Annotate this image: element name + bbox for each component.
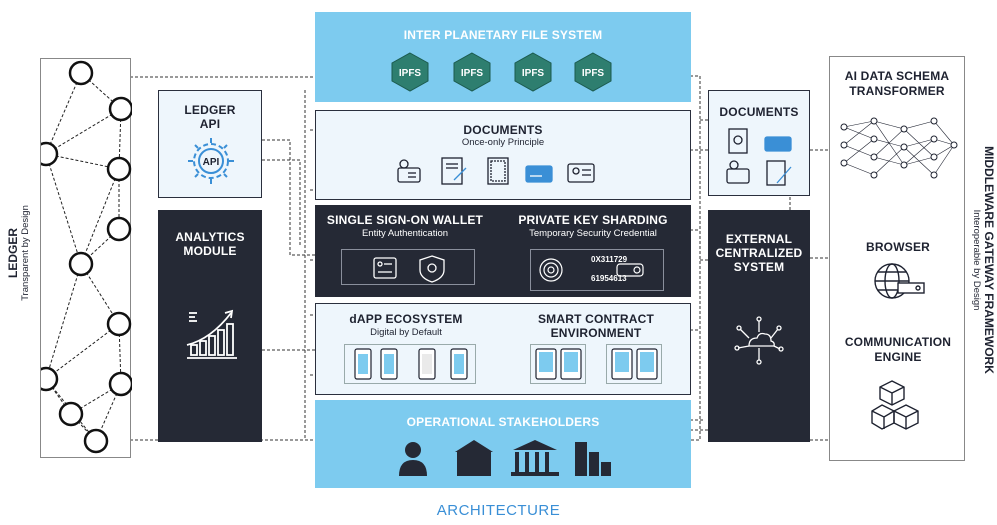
contract-tablets-frame-1: [530, 344, 586, 384]
diagram-caption: ARCHITECTURE: [436, 502, 561, 519]
mobile-app-icon: [354, 348, 372, 380]
school-building-icon: [455, 440, 493, 476]
pks-code-line2: 61954613: [591, 274, 627, 283]
tablet-icon: [636, 348, 658, 380]
id-badge-icon: [397, 159, 421, 183]
ipfs-node-icon: IPFS: [514, 52, 552, 92]
tablet-icons: [535, 348, 582, 380]
browser-globe-icon: [874, 263, 925, 299]
sso-title: SINGLE SIGN-ON WALLET: [326, 213, 484, 227]
neural-network-icon: [840, 117, 958, 179]
government-building-icon: [511, 440, 559, 476]
dapp-title: dAPP ECOSYSTEM: [349, 312, 463, 326]
documents-center-panel: DOCUMENTS Once-only Principle: [315, 110, 691, 200]
sso-icons-frame: [341, 249, 475, 285]
analytics-title-line2: MODULE: [183, 244, 237, 258]
shield-user-icon: [419, 255, 445, 283]
ipfs-node-label-3: IPFS: [522, 68, 545, 79]
sso-icons: [373, 255, 445, 283]
middleware-panel: AI DATA SCHEMA TRANSFORMER BROWSER: [829, 56, 965, 461]
ipfs-node-icon: IPFS: [391, 52, 429, 92]
documents-center-subtitle: Once-only Principle: [461, 137, 545, 148]
communication-title-line2: ENGINE: [874, 350, 922, 364]
api-icon-text: API: [203, 157, 220, 168]
office-buildings-icon: [575, 442, 611, 476]
mobile-app-icon: [450, 348, 468, 380]
documents-right-title: DOCUMENTS: [719, 105, 799, 119]
ledger-api-title-line1: LEDGER: [184, 103, 236, 117]
api-gear-icon: API: [188, 138, 234, 184]
fingerprint-icon: [539, 258, 563, 282]
ledger-api-title-line2: API: [199, 117, 221, 131]
pks-title: PRIVATE KEY SHARDING: [518, 213, 668, 227]
stakeholders-panel: OPERATIONAL STAKEHOLDERS: [315, 400, 691, 488]
smart-contract-title-line2: ENVIRONMENT: [550, 326, 642, 340]
middleware-title: MIDDLEWARE GATEWAY FRAMEWORK: [982, 146, 996, 374]
wallet-sharding-band: SINGLE SIGN-ON WALLET Entity Authenticat…: [315, 205, 691, 297]
signed-document-icon: [766, 160, 792, 186]
analytics-module-panel: ANALYTICS MODULE: [158, 210, 262, 442]
middleware-label: MIDDLEWARE GATEWAY FRAMEWORK Interoperab…: [971, 120, 996, 400]
ipfs-node-icon: IPFS: [574, 52, 612, 92]
ipfs-nodes: IPFS IPFS IPFS IPFS: [391, 52, 612, 92]
mobile-app-icon: [418, 348, 436, 380]
cloud-network-icon: [734, 316, 784, 365]
certificate-icon: [728, 128, 748, 154]
browser-title: BROWSER: [865, 240, 931, 254]
contract-tablets-frame-2: [606, 344, 662, 384]
analytics-title-line1: ANALYTICS: [175, 230, 245, 244]
dapp-subtitle: Digital by Default: [370, 327, 442, 338]
communication-title-line1: COMMUNICATION: [844, 335, 952, 349]
ipfs-node-icon: IPFS: [453, 52, 491, 92]
external-title-line1: EXTERNAL: [725, 232, 793, 246]
documents-center-title: DOCUMENTS: [463, 123, 543, 137]
ledger-subtitle: Transparent by Design: [20, 205, 31, 301]
pks-code-line1: 0X311729: [591, 255, 628, 264]
mobile-apps-icons: [354, 348, 468, 380]
ipfs-node-label-2: IPFS: [461, 68, 484, 79]
pks-subtitle: Temporary Security Credential: [529, 228, 657, 239]
ledger-label: LEDGER Transparent by Design: [6, 178, 31, 328]
tablet-icons: [611, 348, 658, 380]
ledger-api-panel: LEDGER API API: [158, 90, 262, 198]
external-system-panel: EXTERNAL CENTRALIZED SYSTEM: [708, 210, 810, 442]
growth-chart-icon: [186, 309, 237, 359]
ledger-title: LEDGER: [6, 228, 20, 279]
external-title-line3: SYSTEM: [733, 260, 785, 274]
external-title-line2: CENTRALIZED: [715, 246, 803, 260]
dapp-apps-frame: [344, 344, 476, 384]
person-icon: [399, 442, 427, 476]
document-icons-row: [397, 157, 595, 185]
signed-document-icon: [441, 157, 467, 185]
ipfs-node-label-1: IPFS: [399, 68, 422, 79]
certificate-icon: [487, 157, 509, 185]
mobile-app-icon: [380, 348, 398, 380]
ai-schema-title-line1: AI DATA SCHEMA: [844, 69, 950, 83]
tablet-icon: [535, 348, 557, 380]
wallet-icon: [373, 257, 397, 279]
sso-subtitle: Entity Authentication: [361, 228, 449, 239]
tablet-icon: [560, 348, 582, 380]
identity-card-icon: [567, 163, 595, 183]
id-badge-icon: [726, 160, 750, 184]
dapp-smart-contract-panel: dAPP ECOSYSTEM Digital by Default SMART …: [315, 303, 691, 395]
ipfs-title: INTER PLANETARY FILE SYSTEM: [403, 28, 603, 42]
credit-card-icon: [525, 165, 553, 183]
ai-schema-title-line2: TRANSFORMER: [849, 84, 945, 98]
pks-icons-frame: 0X311729 61954613: [530, 249, 664, 291]
key-icon: [616, 263, 644, 277]
smart-contract-title-line1: SMART CONTRACT: [537, 312, 655, 326]
ipfs-panel: INTER PLANETARY FILE SYSTEM IPFS IPFS IP…: [315, 12, 691, 102]
document-icons-grid: [726, 128, 792, 186]
cubes-icon: [871, 380, 919, 430]
stakeholders-title: OPERATIONAL STAKEHOLDERS: [406, 415, 600, 429]
ipfs-node-label-4: IPFS: [582, 68, 605, 79]
middleware-subtitle: Interoperable by Design: [971, 209, 982, 311]
ledger-panel: [33, 58, 134, 458]
ledger-network-graph: [33, 60, 134, 454]
credit-card-icon: [764, 136, 792, 152]
documents-right-panel: DOCUMENTS: [708, 90, 810, 196]
tablet-icon: [611, 348, 633, 380]
stakeholder-icons: [399, 440, 611, 476]
